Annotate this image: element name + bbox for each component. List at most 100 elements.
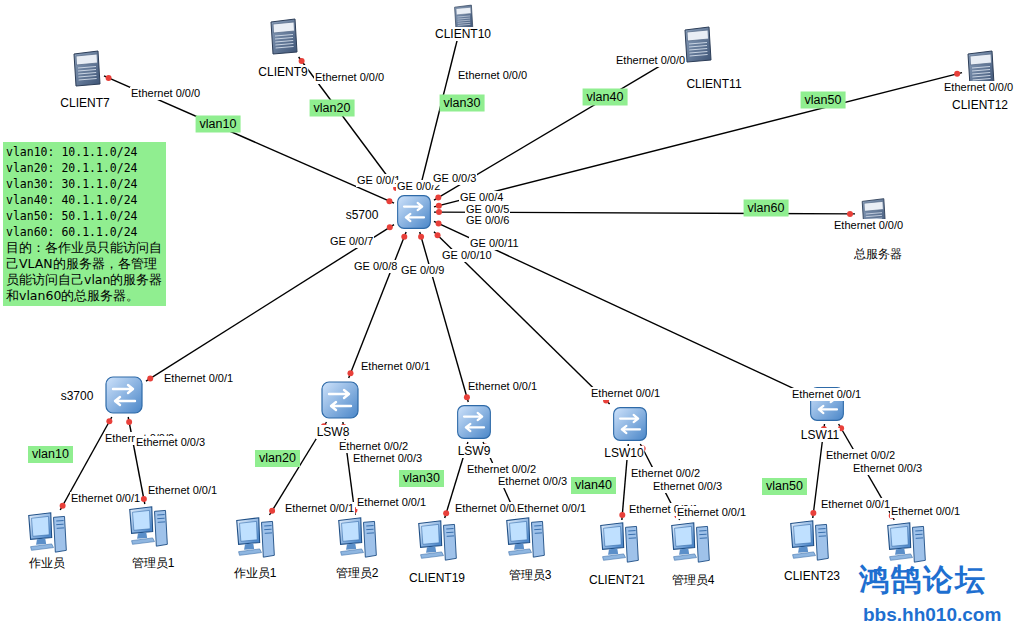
- subnet-line: vlan30: 30.1.1.0/24: [6, 176, 163, 192]
- port-label: Ethernet 0/0/3: [497, 475, 568, 488]
- port-label: Ethernet 0/0/0: [615, 54, 686, 67]
- vlan-tag: vlan60: [744, 200, 789, 217]
- port-dot: [126, 419, 132, 425]
- device-icon: [102, 373, 146, 417]
- port-dot: [147, 375, 153, 381]
- port-dot: [347, 370, 353, 376]
- port-label: Ethernet 0/0/1: [516, 502, 587, 515]
- port-label: Ethernet 0/0/1: [70, 492, 141, 505]
- port-label: Ethernet 0/0/0: [130, 87, 201, 100]
- device-name: CLIENT9: [257, 65, 308, 79]
- pc-node: 管理员3: [503, 515, 549, 559]
- pc-node: CLIENT23: [787, 518, 833, 562]
- device-icon: [25, 510, 71, 554]
- port-dot: [443, 510, 449, 516]
- pc-node: 管理员4: [668, 520, 714, 564]
- vlan-tag: vlan40: [571, 477, 616, 494]
- switch-node: LSW9: [452, 402, 496, 442]
- subnet-line: vlan50: 50.1.1.0/24: [6, 208, 163, 224]
- port-label: Ethernet 0/0/3: [135, 436, 206, 449]
- device-name: CLIENT23: [783, 569, 841, 583]
- pc-node: CLIENT19: [415, 518, 461, 562]
- device-icon: [233, 515, 279, 559]
- link-line: [419, 31, 459, 192]
- port-dot: [387, 224, 393, 230]
- vlan-tag: vlan10: [28, 446, 73, 463]
- link-line: [434, 232, 610, 404]
- link-line: [349, 232, 406, 378]
- port-label: GE 0/0/10: [441, 249, 493, 262]
- device-name: 总服务器: [853, 247, 903, 261]
- device-icon: [318, 378, 362, 422]
- port-dot: [436, 209, 442, 215]
- switch-node: LSW8: [318, 378, 362, 422]
- vlan-tag: vlan50: [762, 478, 807, 495]
- port-label: Ethernet 0/0/1: [791, 388, 862, 401]
- port-dot: [464, 394, 470, 400]
- device-name: CLIENT19: [408, 571, 466, 585]
- device-name: 管理员4: [671, 573, 716, 587]
- note-box: vlan10: 10.1.1.0/24vlan20: 20.1.1.0/24vl…: [3, 142, 166, 306]
- port-label: Ethernet 0/0/1: [676, 506, 747, 519]
- port-label: Ethernet 0/0/1: [147, 484, 218, 497]
- device-icon: [265, 15, 301, 57]
- device-name: s5700: [345, 208, 380, 222]
- port-dot: [401, 234, 407, 240]
- port-label: GE 0/0/3: [432, 172, 477, 185]
- pc-node: 作业员: [25, 510, 71, 554]
- port-label: Ethernet 0/0/1: [890, 505, 961, 518]
- port-label: GE 0/0/7: [329, 235, 374, 248]
- subnet-line: vlan20: 20.1.1.0/24: [6, 160, 163, 176]
- switch-node: s3700: [102, 373, 146, 417]
- device-name: 管理员1: [131, 556, 176, 570]
- device-icon: [126, 504, 172, 548]
- port-dot: [435, 195, 441, 201]
- device-name: CLIENT12: [951, 98, 1009, 112]
- device-icon: [668, 520, 714, 564]
- switch-node: s5700: [394, 192, 434, 232]
- port-label: Ethernet 0/0/0: [314, 71, 385, 84]
- port-label: Ethernet 0/0/0: [457, 69, 528, 82]
- device-icon: [597, 520, 643, 564]
- port-label: Ethernet 0/0/1: [360, 360, 431, 373]
- device-icon: [452, 402, 496, 442]
- device-name: LSW11: [800, 428, 840, 442]
- pc-node: 管理员1: [126, 504, 172, 548]
- vlan-tag: vlan20: [255, 450, 300, 467]
- port-dot: [299, 58, 305, 64]
- port-label: Ethernet 0/0/1: [163, 372, 234, 385]
- device-name: LSW8: [316, 425, 351, 439]
- link-line: [434, 73, 962, 207]
- server-node: CLIENT9: [265, 15, 301, 57]
- device-name: s3700: [60, 389, 95, 403]
- port-label: Ethernet 0/0/2: [825, 449, 896, 462]
- pc-node: [884, 520, 930, 564]
- port-dot: [619, 512, 625, 518]
- port-label: GE 0/0/6: [465, 214, 510, 227]
- link-line: [434, 221, 805, 393]
- port-dot: [141, 496, 147, 502]
- device-name: CLIENT21: [588, 573, 646, 587]
- port-dot: [60, 503, 66, 509]
- port-label: Ethernet 0/0/0: [943, 81, 1014, 94]
- watermark: 鸿鹄论坛: [858, 563, 988, 597]
- port-label: Ethernet 0/0/1: [356, 496, 427, 509]
- switch-node: LSW10: [608, 404, 652, 444]
- port-label: Ethernet 0/0/3: [352, 452, 423, 465]
- device-name: CLIENT7: [59, 96, 110, 110]
- device-name: 作业员: [28, 556, 66, 570]
- port-dot: [435, 232, 441, 238]
- subnet-line: vlan40: 40.1.1.0/24: [6, 192, 163, 208]
- link-line: [128, 417, 145, 504]
- device-icon: [787, 518, 833, 562]
- subnet-line: vlan10: 10.1.1.0/24: [6, 144, 163, 160]
- port-label: Ethernet 0/0/1: [820, 498, 891, 511]
- device-icon: [608, 404, 652, 444]
- vlan-tag: vlan10: [196, 116, 241, 133]
- port-dot: [436, 203, 442, 209]
- port-label: GE 0/0/1: [356, 174, 401, 187]
- port-label: GE 0/0/9: [400, 264, 445, 277]
- device-icon: [415, 518, 461, 562]
- server-node: CLIENT7: [68, 48, 104, 88]
- device-icon: [68, 48, 104, 88]
